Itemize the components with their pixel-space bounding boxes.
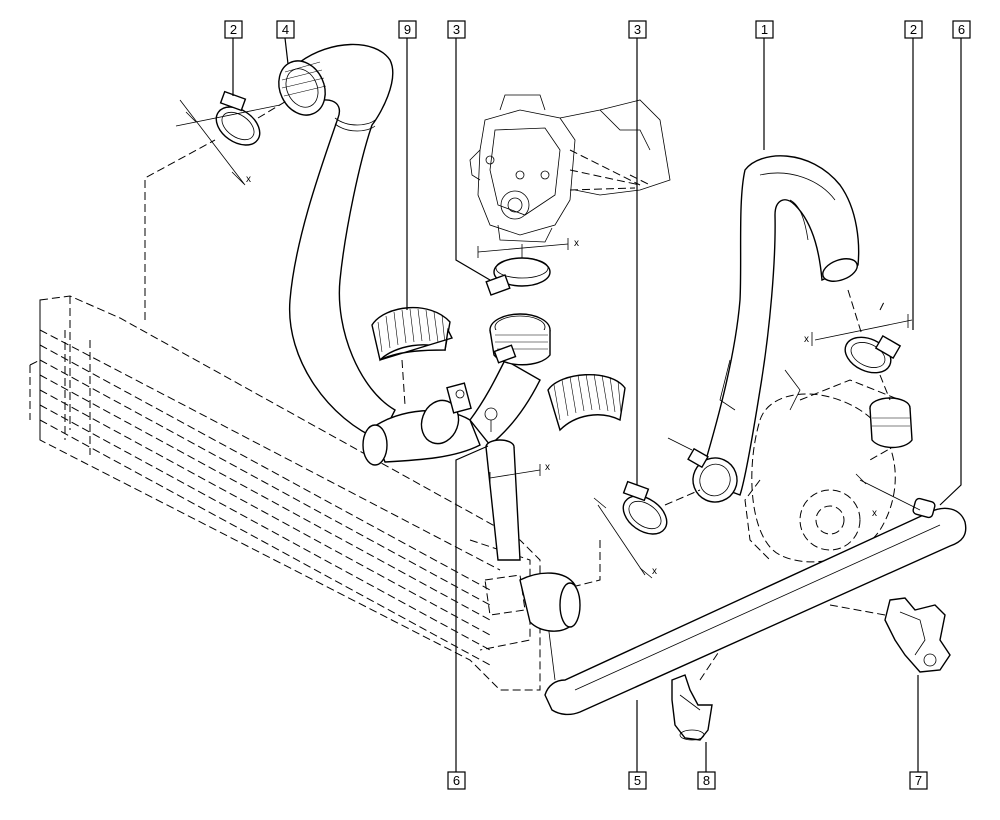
turbo-outlet-coupling [869,397,913,449]
mounting-bracket-8 [671,649,721,741]
callout-leaders [232,37,962,772]
callout-4: 4 [276,20,295,39]
callout-8: 8 [697,771,716,790]
dimension-marker-throttle: x [477,238,579,258]
svg-text:4: 4 [282,22,289,37]
svg-text:1: 1 [761,22,768,37]
callout-6-right: 6 [952,20,971,39]
callout-5: 5 [628,771,647,790]
dimension-x-label: x [804,334,809,345]
svg-text:2: 2 [910,22,917,37]
connecting-pipe-5 [519,507,967,716]
callout-2-right: 2 [904,20,923,39]
corrugated-sleeve-9-left [371,307,453,362]
dimension-x-label: x [246,174,251,185]
hose-clamp-2-left: x [175,90,281,186]
callout-3-lower: 3 [628,20,647,39]
hose-clamp-3-upper [485,244,551,296]
hose-clamp-elbow [420,382,498,445]
guide-line [257,99,289,119]
callout-9: 9 [398,20,417,39]
hose-coupling-ring [489,313,551,366]
svg-text:3: 3 [453,22,460,37]
guide-line [629,174,651,186]
svg-text:2: 2 [230,22,237,37]
callout-3-upper: 3 [447,20,466,39]
corrugated-sleeve-9-right [547,373,626,432]
dimension-x-label: x [872,508,877,519]
mounting-bracket-7 [829,597,951,673]
callout-7: 7 [909,771,928,790]
guide-line [144,139,216,320]
callout-1: 1 [755,20,774,39]
intercooler-radiator [29,295,541,691]
svg-text:3: 3 [634,22,641,37]
svg-text:9: 9 [404,22,411,37]
svg-text:6: 6 [453,773,460,788]
callout-6-bottom: 6 [447,771,466,790]
svg-text:5: 5 [634,773,641,788]
air-hose-1 [699,155,860,496]
hose-clamp-3-lower: x [559,480,701,591]
throttle-body-unit [469,94,671,243]
dimension-x-label: x [545,462,550,473]
connector-tube-6: x [485,439,550,561]
hose-clamp-1-lower [687,447,738,503]
callout-2-left: 2 [224,20,243,39]
dimension-x-label: x [652,566,657,577]
dimension-x-label: x [574,238,579,249]
svg-text:8: 8 [703,773,710,788]
guide-line [401,359,406,406]
hose-clamp-6-right: x [855,473,936,519]
svg-text:7: 7 [915,773,922,788]
svg-text:6: 6 [958,22,965,37]
hose-clamp-2-right: x [804,289,913,401]
